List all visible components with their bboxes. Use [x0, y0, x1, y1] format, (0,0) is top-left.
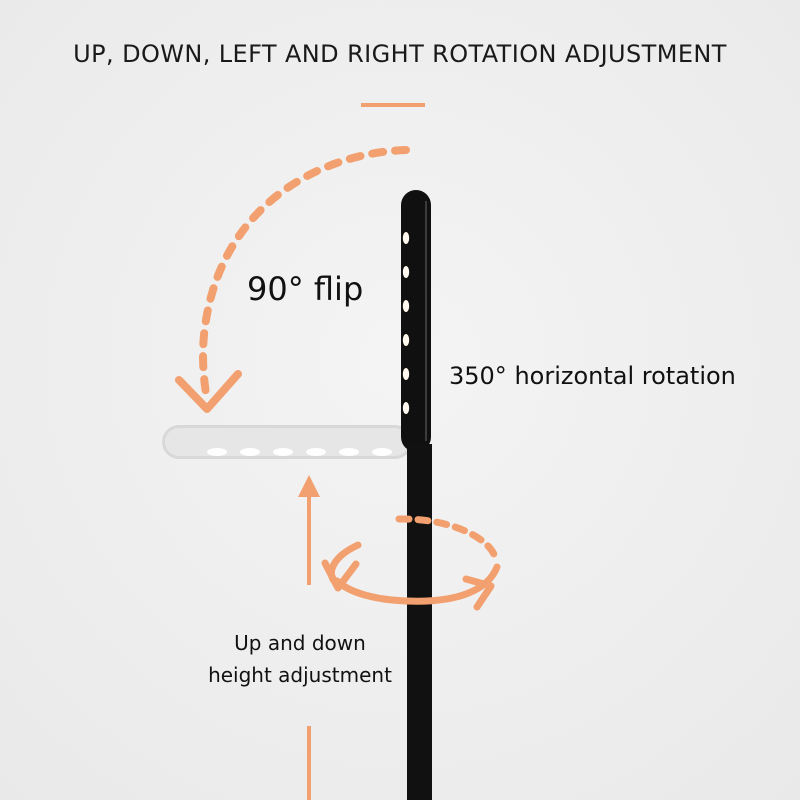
rotation-left-arrowhead-icon [321, 559, 360, 592]
rotation-arc-top [395, 515, 500, 564]
flip-arrowhead-icon [175, 370, 242, 413]
flip-arc [199, 146, 410, 404]
page-title: UP, DOWN, LEFT AND RIGHT ROTATION ADJUST… [73, 40, 727, 68]
height-label-line-1: Up and down [234, 631, 366, 655]
title-divider [361, 103, 425, 107]
ghost-lamp-head [162, 425, 412, 459]
height-adjustment-label: Up and down height adjustment [200, 627, 400, 691]
height-up-arrow-icon [298, 475, 320, 497]
rotation-right-arrowhead-icon [462, 575, 495, 611]
lamp-body [401, 190, 432, 800]
flip-label: 90° flip [247, 270, 364, 308]
horizontal-rotation-label: 350° horizontal rotation [449, 362, 736, 390]
height-label-line-2: height adjustment [208, 663, 392, 687]
